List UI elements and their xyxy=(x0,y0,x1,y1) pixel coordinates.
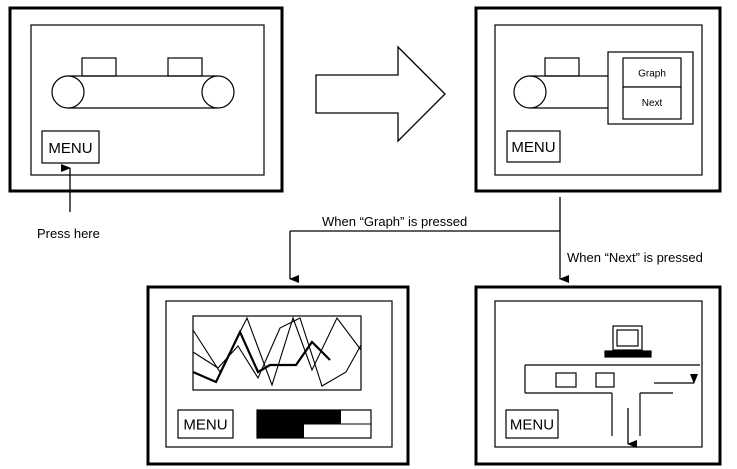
popup-item-next[interactable]: Next xyxy=(622,86,682,120)
menu-button-label: MENU xyxy=(183,417,227,434)
popup-item-graph-label: Graph xyxy=(638,69,666,80)
screen-4-next: MENU xyxy=(474,285,722,466)
menu-button-label: MENU xyxy=(510,417,554,434)
menu-button[interactable]: MENU xyxy=(506,130,561,163)
conveyor-icon xyxy=(513,57,608,109)
popup-menu: Graph Next xyxy=(607,51,694,125)
menu-button[interactable]: MENU xyxy=(505,409,559,439)
menu-button[interactable]: MENU xyxy=(177,409,234,439)
menu-button-label: MENU xyxy=(48,140,92,157)
transition-arrow xyxy=(315,45,446,143)
press-here-label: Press here xyxy=(37,226,100,241)
trend-graph xyxy=(192,315,362,391)
menu-button-label: MENU xyxy=(511,139,555,156)
when-graph-pressed-label: When “Graph” is pressed xyxy=(322,214,467,229)
screen-2-menu-open: Graph Next MENU xyxy=(474,6,722,193)
conveyor-icon xyxy=(51,57,235,109)
computer-icon xyxy=(604,325,652,358)
screen-1-main: MENU Press here xyxy=(8,6,284,241)
popup-item-graph[interactable]: Graph xyxy=(622,57,682,88)
screen-3-graph: MENU xyxy=(146,285,410,466)
menu-button[interactable]: MENU xyxy=(41,130,100,164)
popup-item-next-label: Next xyxy=(642,98,663,109)
bar-indicator xyxy=(256,409,372,439)
branch-connectors xyxy=(289,197,569,283)
transfer-line-icon xyxy=(524,364,700,436)
when-next-pressed-label: When “Next” is pressed xyxy=(567,250,703,265)
